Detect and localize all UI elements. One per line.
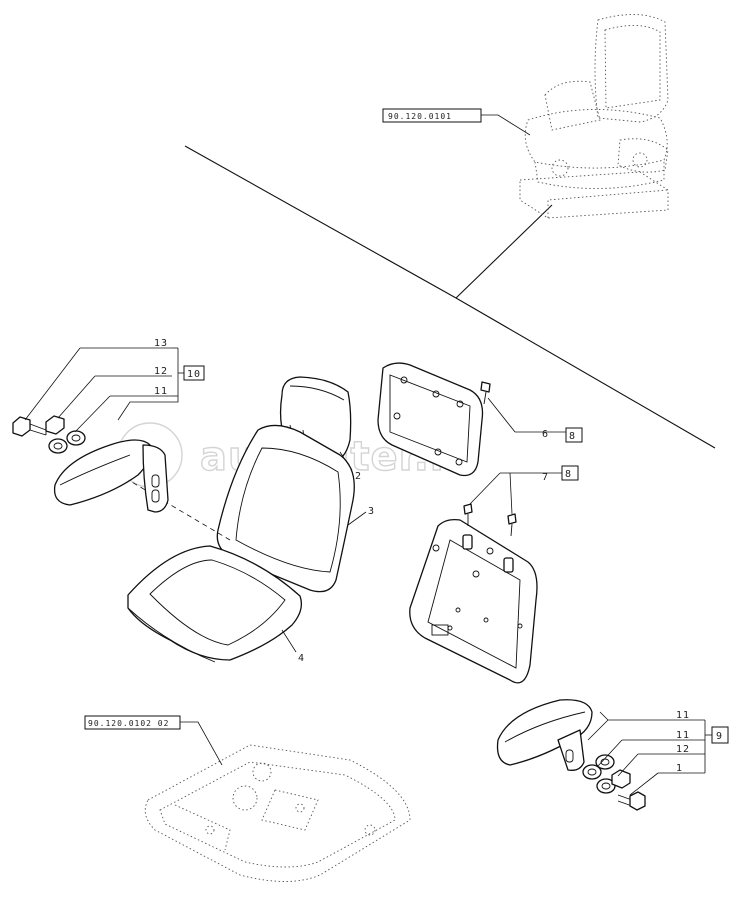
reference-base-assembly-label: 90.120.0102 02 [88, 719, 169, 728]
callout-2: 2 [355, 471, 362, 482]
callout-8-lower: 8 [565, 469, 572, 480]
section-lines [184, 145, 716, 449]
reference-seat-assembly-label: 90.120.0101 [388, 112, 452, 121]
frame-callouts: 6 8 7 8 [469, 397, 583, 515]
callout-12: 12 [154, 366, 168, 377]
left-callouts: 13 12 11 10 [24, 338, 205, 433]
callout-10: 10 [187, 369, 201, 380]
base-assembly-outline [144, 744, 411, 882]
callout-11-r1: 11 [676, 710, 690, 721]
callout-3: 3 [368, 506, 375, 517]
back-plate [377, 362, 484, 477]
callout-6: 6 [542, 429, 549, 440]
callout-4: 4 [298, 653, 305, 664]
backrest-cushion [216, 424, 355, 593]
callout-1-r: 1 [676, 763, 683, 774]
right-fasteners [582, 754, 646, 811]
callout-12-r: 12 [676, 744, 690, 755]
callout-11-r2: 11 [676, 730, 690, 741]
complete-seat-outline [519, 14, 669, 219]
left-fasteners [12, 415, 86, 454]
back-plate-screw [480, 381, 491, 405]
right-callouts: 11 11 12 1 9 1 [587, 710, 729, 796]
reference-seat-assembly: 90.120.0101 [382, 108, 531, 136]
callout-13: 13 [154, 338, 168, 349]
callout-7: 7 [542, 472, 549, 483]
seat-frame [409, 518, 538, 684]
frame-screws [463, 503, 517, 537]
callout-11: 11 [154, 386, 168, 397]
right-armrest [496, 699, 593, 771]
seat-cushion [127, 545, 303, 663]
callout-8-upper: 8 [569, 431, 576, 442]
callout-9: 9 [716, 731, 723, 742]
left-armrest [53, 439, 169, 513]
reference-base-assembly: 90.120.0102 02 [84, 715, 223, 766]
center-callouts: 2 3 4 [281, 451, 375, 664]
